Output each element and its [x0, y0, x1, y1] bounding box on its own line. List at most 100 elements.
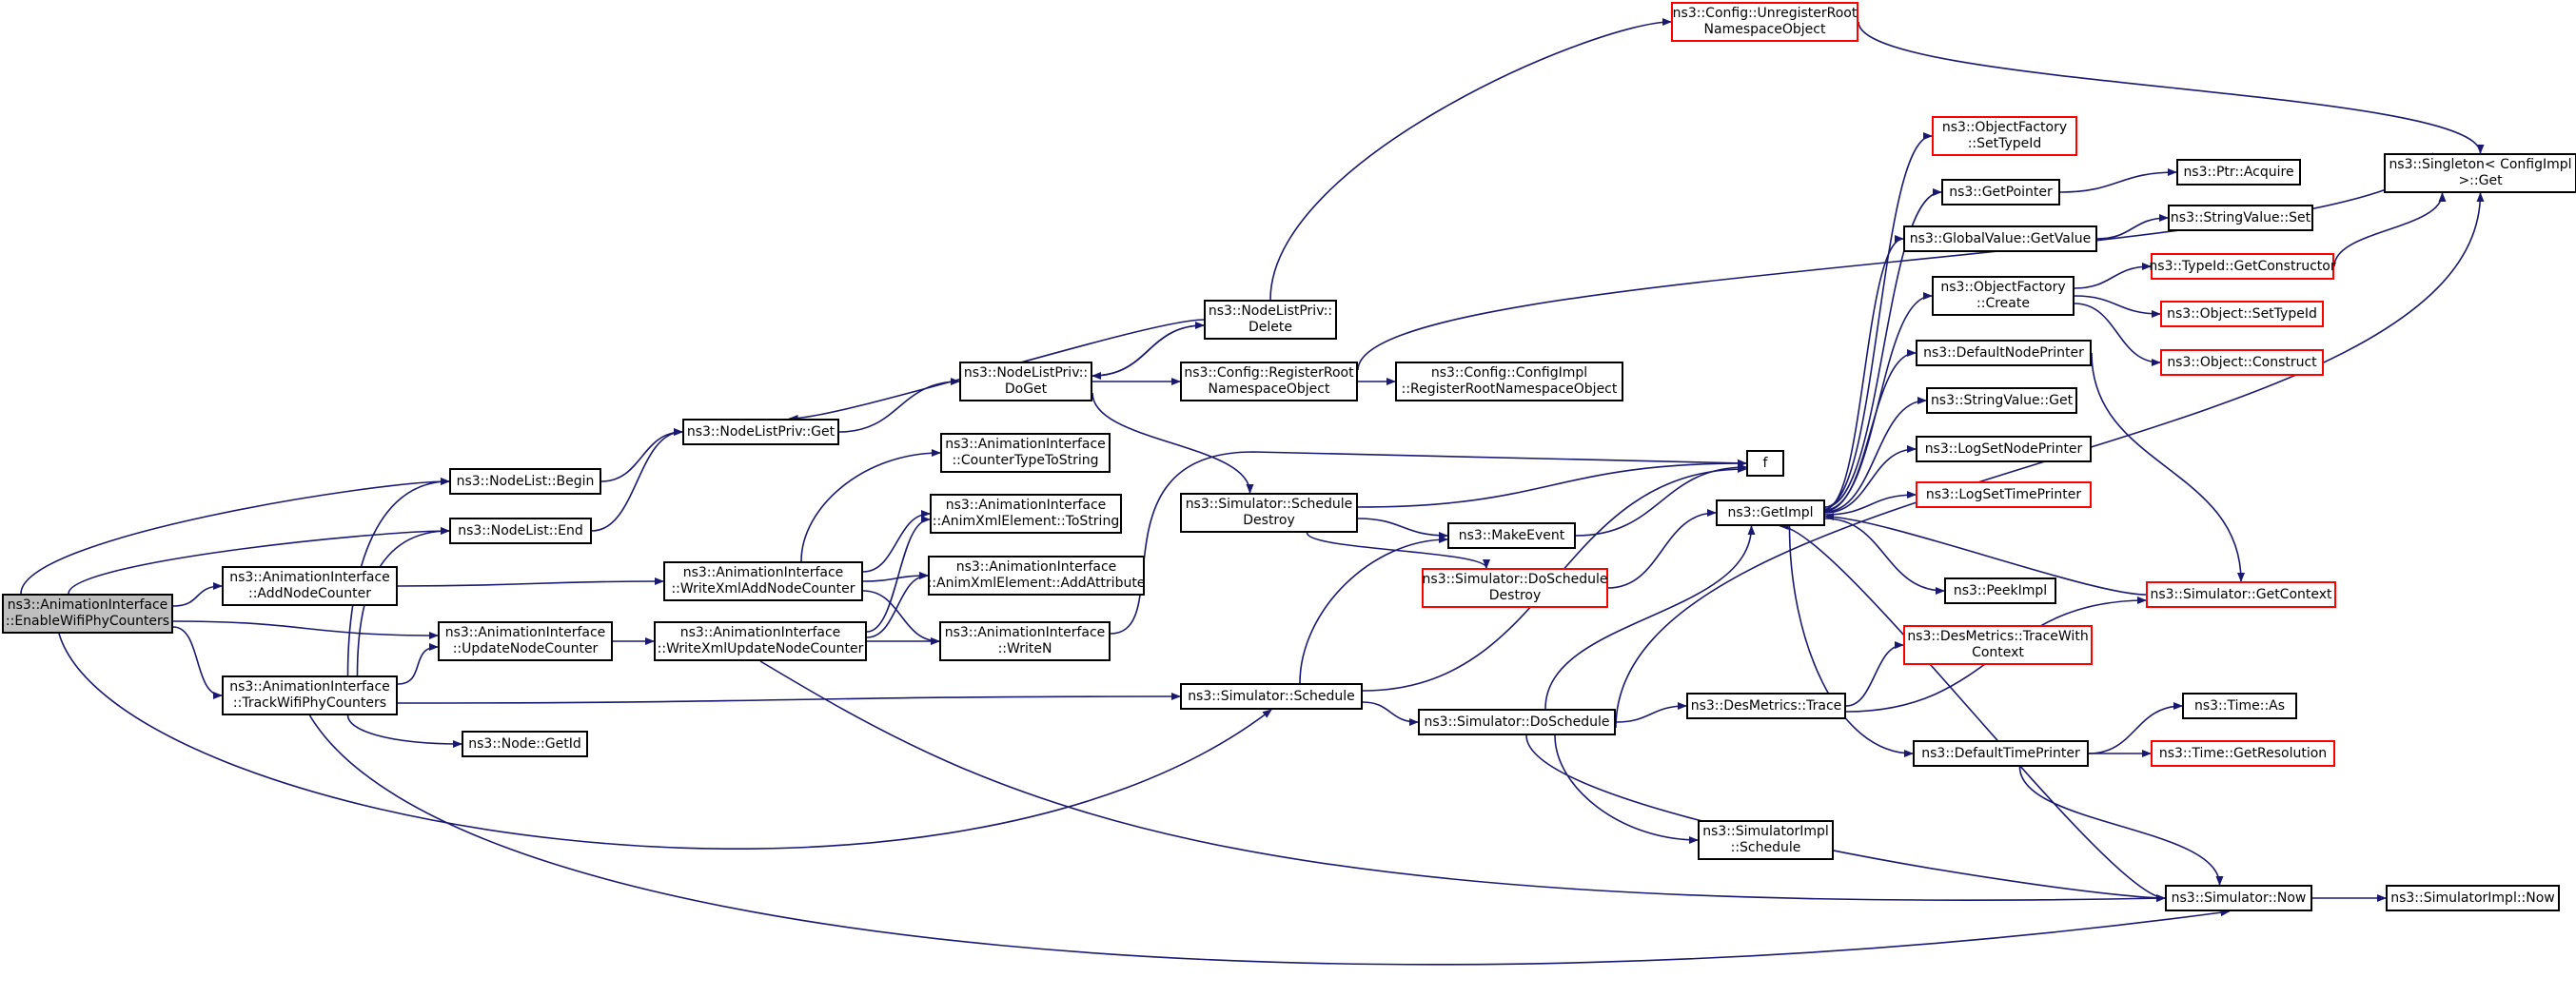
node-track-wifi[interactable]: ns3::AnimationInterface ::TrackWifiPhyCo…	[222, 675, 398, 715]
node-writen[interactable]: ns3::AnimationInterface ::WriteN	[939, 621, 1111, 661]
edge-sim-now-to-get-impl	[1779, 522, 2166, 899]
node-stringvalue-get[interactable]: ns3::StringValue::Get	[1926, 387, 2077, 414]
node-f[interactable]: f	[1746, 450, 1784, 477]
node-sim-impl-schedule[interactable]: ns3::SimulatorImpl ::Schedule	[1698, 820, 1834, 860]
edge-write-add-to-counter-type	[800, 449, 941, 562]
node-nodelist-end[interactable]: ns3::NodeList::End	[449, 518, 592, 544]
edge-typeid-getctor-to-singleton-get	[2333, 192, 2447, 267]
edge-track-wifi-to-node-getid	[346, 714, 462, 748]
node-get-impl[interactable]: ns3::GetImpl	[1716, 499, 1825, 526]
node-anim-tostring[interactable]: ns3::AnimationInterface ::AnimXmlElement…	[930, 494, 1122, 534]
node-of-create[interactable]: ns3::ObjectFactory ::Create	[1932, 276, 2075, 316]
node-write-add[interactable]: ns3::AnimationInterface ::WriteXmlAddNod…	[663, 561, 863, 601]
node-object-construct[interactable]: ns3::Object::Construct	[2160, 349, 2324, 376]
edge-nlp-doget-to-sim-sched-destroy	[1091, 392, 1254, 494]
edge-write-update-to-anim-tostring	[866, 516, 931, 633]
node-time-as[interactable]: ns3::Time::As	[2182, 693, 2297, 719]
edge-nodelist-end-to-nlp-get	[591, 428, 683, 532]
edge-write-add-to-anim-tostring	[862, 510, 931, 573]
node-node-getid[interactable]: ns3::Node::GetId	[462, 731, 588, 757]
node-sim-schedule[interactable]: ns3::Simulator::Schedule	[1180, 683, 1363, 710]
node-make-event[interactable]: ns3::MakeEvent	[1447, 522, 1576, 549]
edge-track-wifi-to-sim-now	[308, 714, 2231, 966]
node-nlp-get[interactable]: ns3::NodeListPriv::Get	[682, 419, 839, 445]
edge-cfg-register-to-singleton-get	[1357, 152, 2437, 371]
edge-sim-schedule-to-make-event	[1299, 536, 1448, 684]
node-sim-sched-destroy[interactable]: ns3::Simulator::Schedule Destroy	[1180, 493, 1358, 533]
node-peek-impl[interactable]: ns3::PeekImpl	[1944, 577, 2056, 604]
node-get-pointer[interactable]: ns3::GetPointer	[1941, 179, 2060, 205]
edge-nodelist-begin-to-nlp-get	[600, 428, 683, 482]
edge-sim-sched-destroy-to-make-event	[1357, 518, 1448, 539]
node-anim-addattr[interactable]: ns3::AnimationInterface ::AnimXmlElement…	[928, 556, 1145, 596]
edge-of-create-to-typeid-getctor	[2074, 263, 2152, 289]
edge-root-to-nodelist-begin	[20, 478, 450, 595]
node-log-set-node-printer[interactable]: ns3::LogSetNodePrinter	[1916, 436, 2092, 462]
node-log-set-time-printer[interactable]: ns3::LogSetTimePrinter	[1916, 481, 2092, 508]
node-of-settypeid[interactable]: ns3::ObjectFactory ::SetTypeId	[1932, 116, 2077, 156]
node-cfg-impl-register[interactable]: ns3::Config::ConfigImpl ::RegisterRootNa…	[1395, 362, 1623, 401]
node-cfg-unregister[interactable]: ns3::Config::UnregisterRoot NamespaceObj…	[1671, 2, 1858, 42]
node-singleton-get[interactable]: ns3::Singleton< ConfigImpl >::Get	[2384, 153, 2576, 193]
node-sim-do-sched-destroy[interactable]: ns3::Simulator::DoSchedule Destroy	[1422, 568, 1608, 608]
node-root[interactable]: ns3::AnimationInterface ::EnableWifiPhyC…	[2, 594, 173, 634]
node-write-update[interactable]: ns3::AnimationInterface ::WriteXmlUpdate…	[654, 621, 867, 661]
edge-get-impl-to-default-time-printer	[1788, 525, 1914, 757]
node-sim-now[interactable]: ns3::Simulator::Now	[2165, 885, 2312, 911]
edge-global-getvalue-to-stringvalue-set	[2096, 214, 2169, 240]
node-nlp-delete[interactable]: ns3::NodeListPriv:: Delete	[1204, 300, 1337, 340]
node-nodelist-begin[interactable]: ns3::NodeList::Begin	[449, 468, 601, 495]
node-object-settypeid[interactable]: ns3::Object::SetTypeId	[2160, 301, 2324, 327]
edge-get-impl-to-log-set-node-printer	[1824, 445, 1917, 514]
node-stringvalue-set[interactable]: ns3::StringValue::Set	[2168, 205, 2313, 231]
edge-root-to-track-wifi	[172, 626, 223, 699]
edge-sim-getcontext-to-get-impl	[1824, 513, 2147, 596]
node-simimpl-now[interactable]: ns3::SimulatorImpl::Now	[2386, 885, 2560, 911]
node-default-node-printer[interactable]: ns3::DefaultNodePrinter	[1916, 340, 2092, 366]
edge-of-create-to-object-construct	[2074, 303, 2161, 366]
edge-get-impl-to-global-getvalue	[1824, 235, 1904, 510]
edge-default-time-printer-to-sim-now	[2018, 766, 2224, 886]
node-time-getres[interactable]: ns3::Time::GetResolution	[2151, 740, 2335, 767]
edge-root-to-add-node-counter	[172, 582, 223, 607]
node-sim-getcontext[interactable]: ns3::Simulator::GetContext	[2146, 581, 2336, 608]
node-default-time-printer[interactable]: ns3::DefaultTimePrinter	[1913, 740, 2089, 767]
edge-get-impl-to-default-node-printer	[1824, 349, 1917, 512]
edge-root-to-update-node-counter	[172, 620, 439, 639]
edge-sim-sched-destroy-to-f	[1357, 460, 1747, 508]
edge-root-to-sim-schedule	[58, 633, 1272, 850]
edge-nlp-get-to-nlp-doget	[838, 378, 960, 433]
edge-track-wifi-to-update-node-counter	[397, 643, 439, 685]
node-sim-do-schedule[interactable]: ns3::Simulator::DoSchedule	[1418, 709, 1616, 735]
call-edges	[20, 18, 2485, 966]
edge-get-impl-to-get-pointer	[1824, 188, 1942, 508]
edge-sim-schedule-to-sim-do-schedule	[1362, 701, 1419, 726]
node-nlp-doget[interactable]: ns3::NodeListPriv:: DoGet	[959, 362, 1092, 401]
node-des-trace-ctx[interactable]: ns3::DesMetrics::TraceWith Context	[1903, 625, 2093, 665]
edge-track-wifi-to-nodelist-begin	[346, 478, 450, 676]
edge-write-update-to-anim-addattr	[866, 572, 929, 638]
edge-write-add-to-writen	[862, 590, 940, 645]
node-ptr-acquire[interactable]: ns3::Ptr::Acquire	[2176, 159, 2301, 186]
edge-get-impl-to-of-settypeid	[1824, 132, 1933, 508]
edge-get-impl-to-log-set-time-printer	[1824, 491, 1917, 516]
node-update-node-counter[interactable]: ns3::AnimationInterface ::UpdateNodeCoun…	[438, 621, 613, 661]
node-add-node-counter[interactable]: ns3::AnimationInterface ::AddNodeCounter	[222, 566, 398, 606]
node-counter-type[interactable]: ns3::AnimationInterface ::CounterTypeToS…	[940, 433, 1111, 473]
node-cfg-register[interactable]: ns3::Config::RegisterRoot NamespaceObjec…	[1180, 362, 1358, 401]
node-des-trace[interactable]: ns3::DesMetrics::Trace	[1686, 693, 1846, 719]
node-global-getvalue[interactable]: ns3::GlobalValue::GetValue	[1903, 225, 2097, 252]
edge-des-trace-to-des-trace-ctx	[1845, 641, 1904, 707]
edge-sim-do-schedule-to-des-trace	[1615, 702, 1687, 723]
edge-nlp-delete-to-cfg-unregister	[1269, 18, 1672, 301]
edge-get-pointer-to-ptr-acquire	[2059, 168, 2177, 193]
edge-of-create-to-object-settypeid	[2074, 295, 2161, 318]
edge-sim-do-schedule-to-get-impl	[1544, 525, 1756, 710]
edge-nlp-delete-to-nlp-doget	[1091, 324, 1205, 380]
edge-make-event-to-f	[1575, 463, 1747, 537]
edge-get-impl-to-peek-impl	[1824, 518, 1945, 595]
node-typeid-getctor[interactable]: ns3::TypeId::GetConstructor	[2149, 253, 2336, 280]
edge-root-to-nodelist-end	[68, 527, 450, 595]
edge-add-node-counter-to-write-add	[397, 577, 664, 587]
edge-cfg-unregister-to-singleton-get	[1858, 21, 2485, 154]
